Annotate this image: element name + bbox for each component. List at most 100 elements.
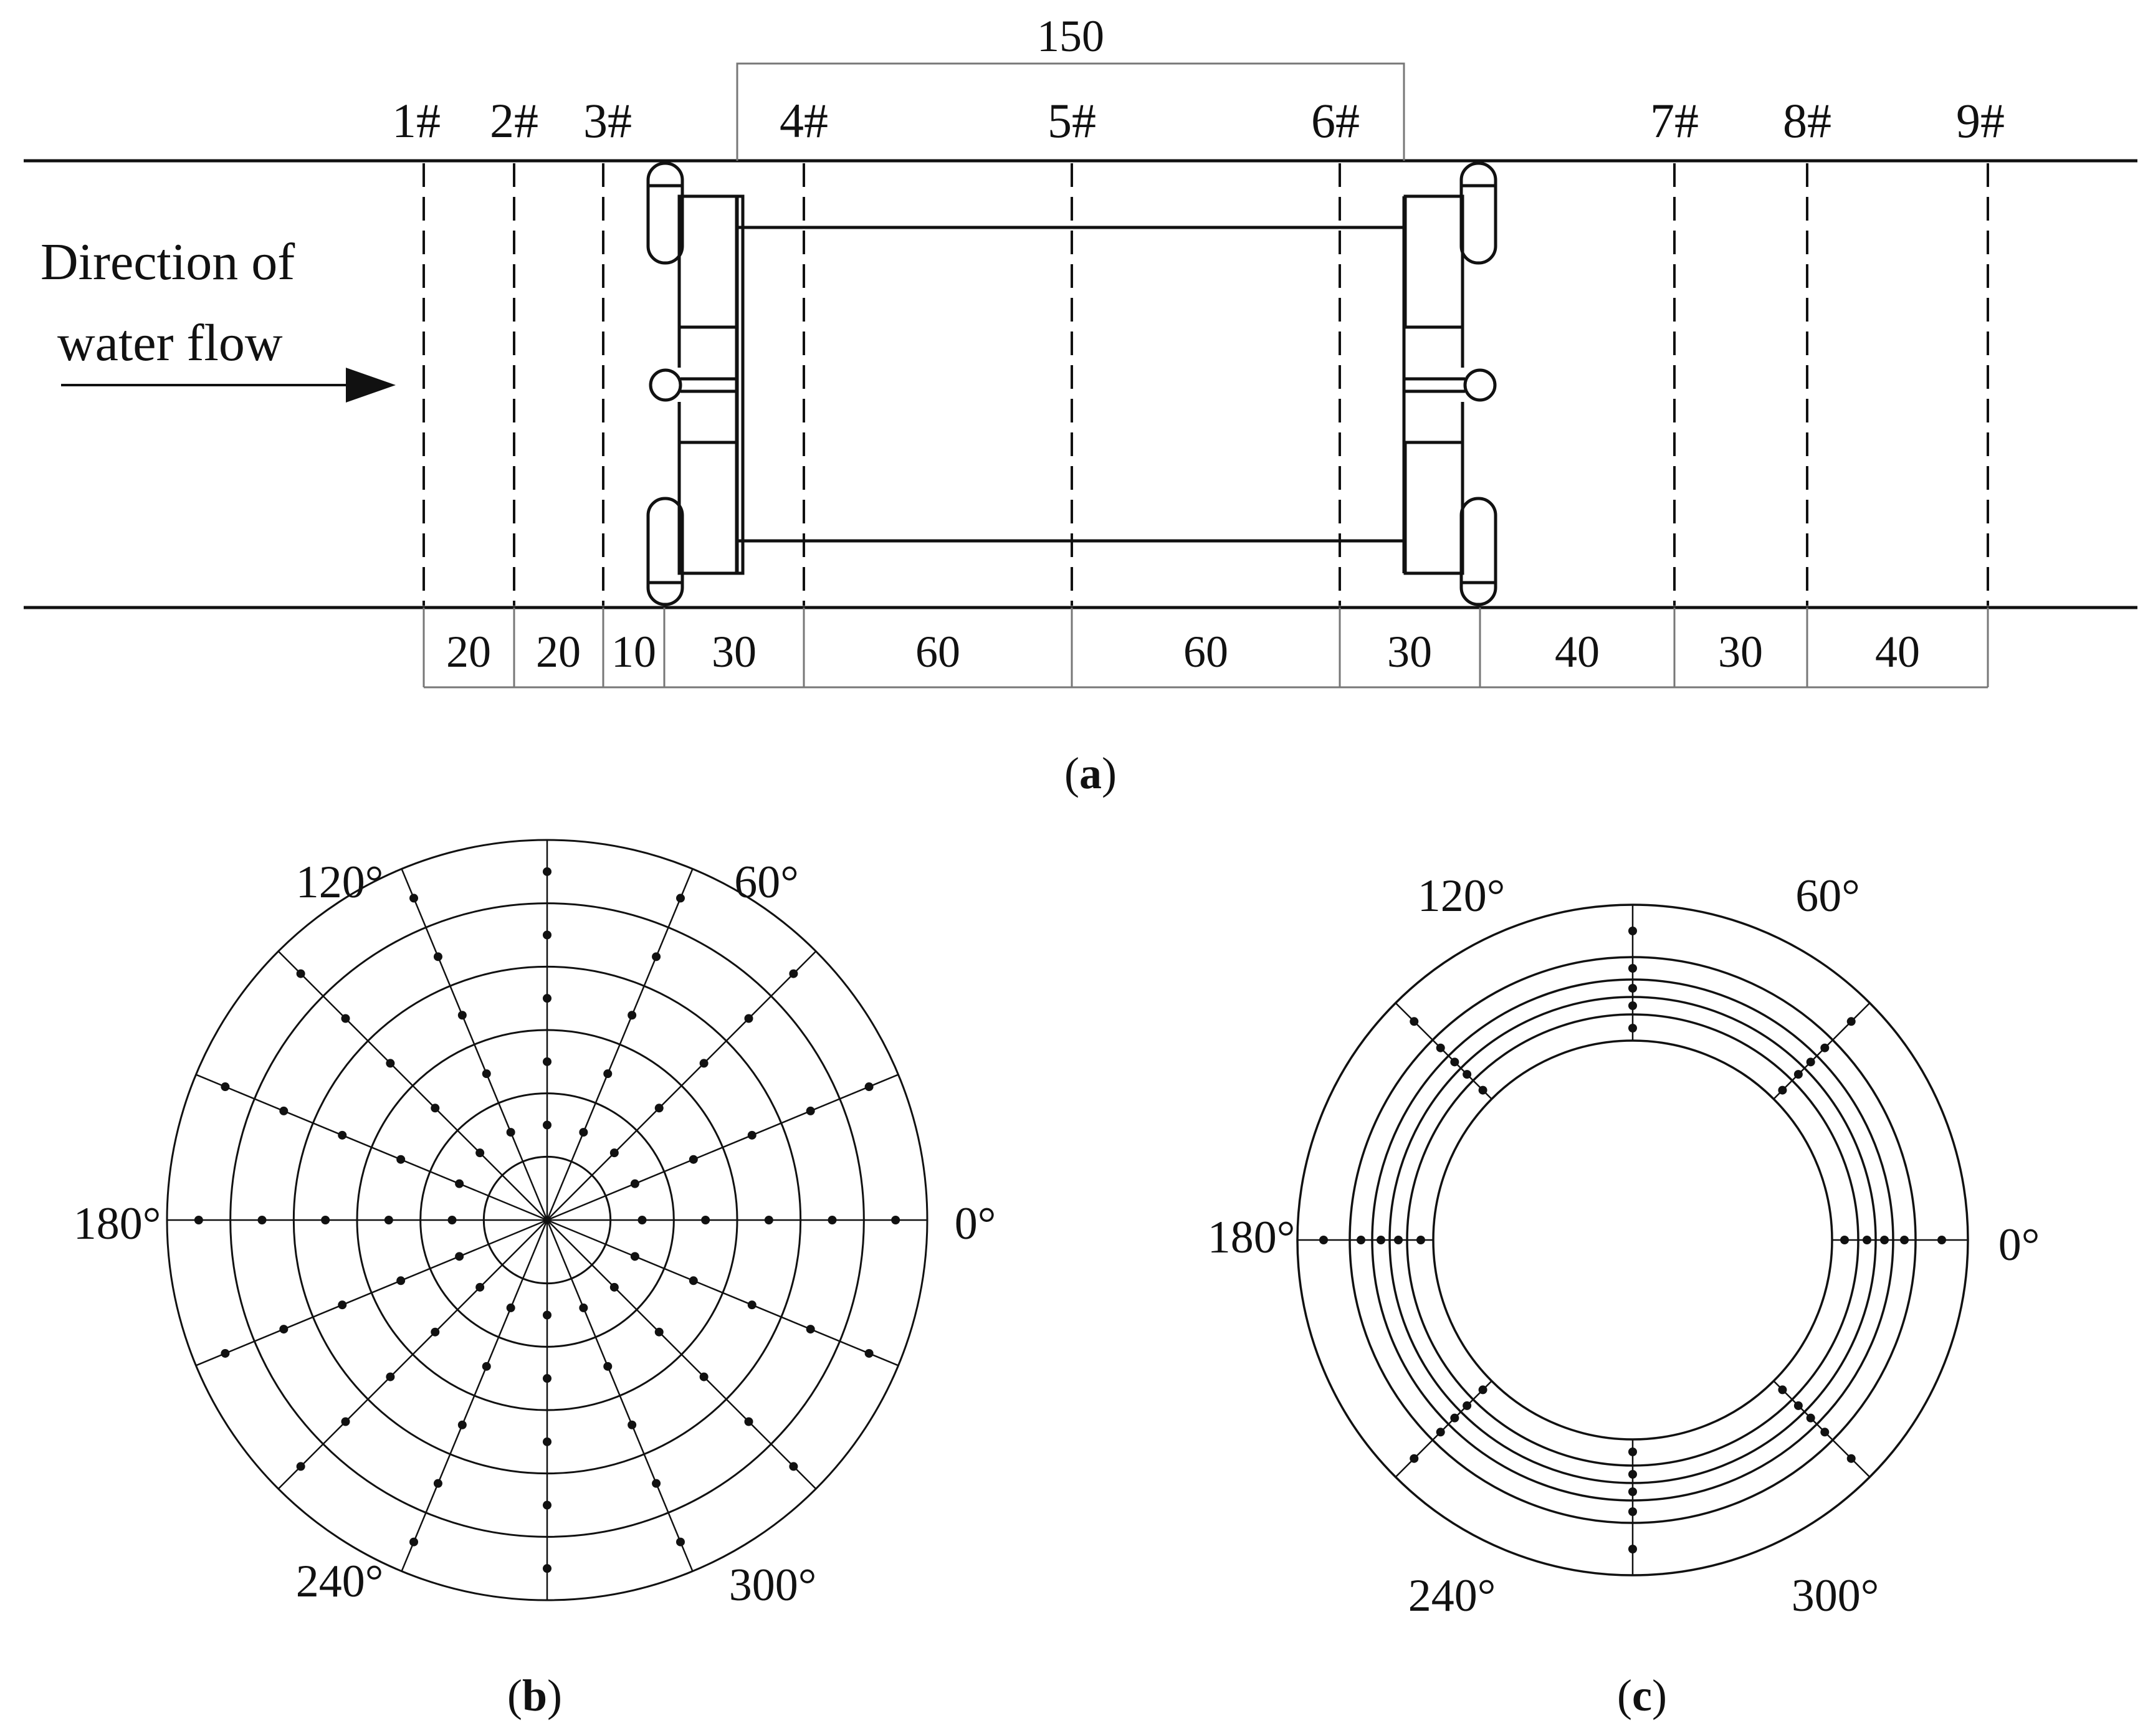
measurement-point [747, 1130, 757, 1140]
measurement-point [1863, 1236, 1871, 1244]
measurement-point [338, 1300, 347, 1310]
measurement-point [864, 1082, 874, 1092]
section-label: 5# [1048, 93, 1096, 148]
angle-label-300: 300° [1792, 1570, 1879, 1621]
measurement-point [409, 894, 419, 903]
angle-label-180: 180° [74, 1198, 161, 1249]
measurement-point [701, 1216, 710, 1224]
measurement-point [747, 1300, 757, 1310]
measurement-point [675, 894, 685, 903]
measurement-point [409, 1537, 419, 1547]
measurement-point [543, 1437, 551, 1446]
measurement-point [864, 1348, 874, 1358]
measurement-point [652, 952, 661, 961]
dimension-label: 30 [712, 627, 757, 677]
measurement-point [1820, 1043, 1830, 1052]
section-label: 3# [583, 93, 632, 148]
grid-spoke [1395, 1002, 1492, 1100]
measurement-point [1463, 1401, 1472, 1410]
polar-grid-c [1296, 904, 1969, 1576]
section-labels: 1# 2# 3# 4# 5# 6# 7# 8# 9# [392, 93, 2005, 148]
measurement-point [1793, 1070, 1803, 1079]
measurement-point [279, 1106, 289, 1115]
measurement-point [1628, 1024, 1637, 1033]
angle-label-240: 240° [1408, 1570, 1496, 1621]
grid-ring [1432, 1039, 1833, 1441]
measurement-point [433, 952, 442, 961]
measurement-point [689, 1155, 698, 1164]
measurement-point [455, 1252, 464, 1261]
section-lines [422, 163, 1989, 606]
section-label: 8# [1783, 93, 1831, 148]
panel-c: 120° 60° 180° 0° 240° 300° (c) [1208, 870, 2040, 1720]
measurement-point [1628, 1507, 1637, 1516]
measurement-point [1416, 1236, 1425, 1244]
grid-spoke [547, 1074, 899, 1221]
measurement-point [1436, 1428, 1445, 1437]
measurement-point [1478, 1085, 1487, 1095]
measurement-point [1319, 1236, 1328, 1244]
measurement-point [609, 1282, 619, 1292]
measurement-point [1793, 1401, 1803, 1410]
dimension-label: 40 [1875, 627, 1920, 677]
measurement-point [744, 1014, 753, 1023]
measurement-point [744, 1417, 753, 1426]
measurement-point [652, 1479, 661, 1488]
measurement-point [386, 1059, 395, 1068]
measurement-point [457, 1420, 467, 1429]
dimension-label: 20 [446, 627, 491, 677]
measurement-point [475, 1282, 485, 1292]
measurement-point [689, 1276, 698, 1285]
measurement-point [1778, 1085, 1787, 1095]
grid-spoke [195, 1074, 548, 1221]
angle-label-0: 0° [955, 1198, 996, 1249]
measurement-point [1628, 984, 1637, 993]
section-label: 1# [392, 93, 441, 148]
polar-grid-b [166, 839, 929, 1601]
caption-c: (c) [1617, 1671, 1667, 1720]
angle-label-300: 300° [729, 1560, 817, 1611]
measurement-point [431, 1104, 440, 1113]
dimension-label: 30 [1718, 627, 1763, 677]
measurement-point [475, 1148, 485, 1158]
measurement-point [543, 1057, 551, 1066]
top-dimension-label: 150 [1037, 11, 1104, 61]
dimension-label: 60 [915, 627, 960, 677]
measurement-point [764, 1216, 773, 1224]
measurement-point [543, 867, 551, 876]
measurement-point [543, 930, 551, 940]
measurement-point [543, 1500, 551, 1510]
measurement-point [1880, 1236, 1889, 1244]
measurement-point [1628, 1001, 1637, 1010]
measurement-point [194, 1216, 203, 1224]
grid-spoke [546, 868, 694, 1221]
angle-label-0: 0° [1998, 1219, 2040, 1271]
measurement-point [828, 1216, 837, 1224]
angle-label-120: 120° [296, 857, 384, 908]
section-label: 2# [490, 93, 538, 148]
dimension-label: 30 [1387, 627, 1432, 677]
measurement-point [1806, 1057, 1815, 1067]
grid-spoke [547, 1219, 817, 1490]
measurement-point [628, 1011, 637, 1020]
measurement-point [221, 1348, 230, 1358]
measurement-point [543, 1310, 551, 1320]
panel-a: 150 20 20 10 30 60 60 30 40 30 40 [24, 11, 2137, 798]
flow-label-line2: water flow [57, 314, 283, 372]
section-label: 9# [1956, 93, 2005, 148]
measurement-point [338, 1130, 347, 1140]
measurement-point [630, 1179, 639, 1188]
measurement-point [1937, 1236, 1946, 1244]
measurement-point [384, 1216, 393, 1224]
measurement-point [1820, 1428, 1830, 1437]
grid-spoke [1773, 1002, 1871, 1100]
measurement-point [609, 1148, 619, 1158]
measurement-point [1628, 927, 1637, 935]
measurement-point [1450, 1057, 1459, 1067]
measurement-point [482, 1069, 491, 1079]
measurement-point [457, 1011, 467, 1020]
grid-spoke [1773, 1380, 1871, 1478]
grid-spoke [546, 1219, 694, 1572]
measurement-point [1628, 1470, 1637, 1479]
